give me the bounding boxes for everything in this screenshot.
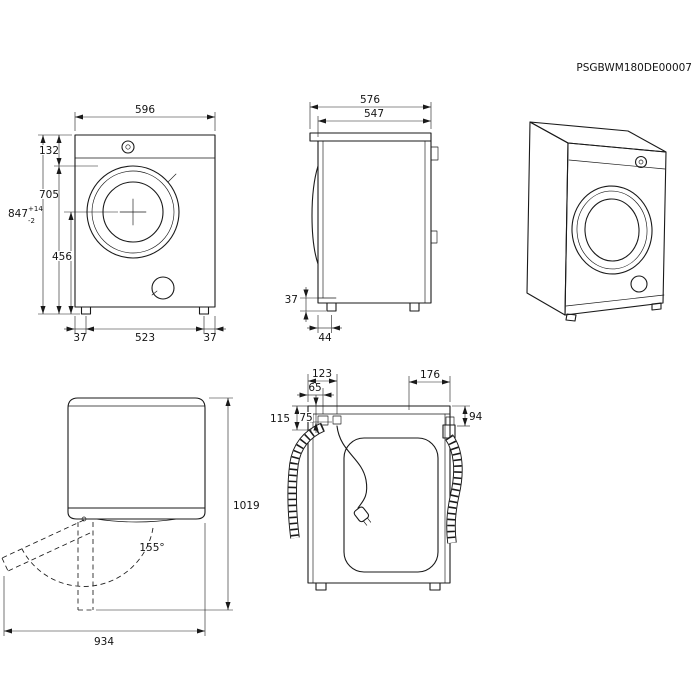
dim-label-width: 596 xyxy=(135,104,155,116)
persp-door-mid xyxy=(576,190,648,270)
door-swing-arc xyxy=(21,527,154,587)
persp-foot-right xyxy=(651,302,662,311)
drain-filter-tick xyxy=(151,290,158,296)
top-view-body xyxy=(67,397,206,509)
label-mask xyxy=(51,251,72,261)
persp-knob-center xyxy=(638,159,644,165)
label-mask xyxy=(40,189,58,199)
rear-foot-left xyxy=(315,582,327,591)
plug-prong xyxy=(367,517,372,523)
drain-hose-ribs xyxy=(288,423,325,539)
door-155-end xyxy=(1,557,9,572)
door-hinge xyxy=(81,516,87,522)
front-view: 596 847 +14 -2 132 705 456 37 523 37 xyxy=(8,104,226,344)
dim-label-94: 94 xyxy=(469,411,483,423)
dim-label-132: 132 xyxy=(39,145,59,157)
side-foot-front xyxy=(326,302,337,312)
persp-foot-left xyxy=(565,313,577,322)
power-plug-icon xyxy=(353,506,372,526)
drain-hose-outlet xyxy=(317,415,329,426)
door-155-edge xyxy=(7,532,91,572)
persp-plinth-line xyxy=(565,294,665,307)
dim-label-115: 115 xyxy=(270,413,290,425)
program-knob-icon xyxy=(121,140,135,154)
rear-panel-opening xyxy=(343,437,439,573)
door-handle-notch xyxy=(167,173,177,183)
persp-door-outer xyxy=(571,185,653,275)
side-body-outline xyxy=(317,140,432,304)
persp-drain-filter xyxy=(630,275,648,293)
dim-label-depth-total: 576 xyxy=(360,94,380,106)
dim-label-overall-height: 847 xyxy=(8,208,28,220)
persp-front-face xyxy=(564,142,667,316)
dim-label-1019: 1019 xyxy=(233,500,260,512)
dim-label-176: 176 xyxy=(420,369,440,381)
dim-label-feet-distance: 523 xyxy=(135,332,155,344)
dim-label-tol-minus: -2 xyxy=(28,217,35,225)
dim-label-123: 123 xyxy=(312,368,332,380)
label-mask xyxy=(40,145,58,155)
dim-label-foot-offset: 44 xyxy=(318,332,332,344)
label-mask xyxy=(299,412,313,422)
persp-top-face xyxy=(529,121,667,153)
front-foot-left xyxy=(80,306,92,315)
top-view-door-bulge xyxy=(95,518,178,523)
door-bulge xyxy=(311,165,319,265)
dim-label-foot-right: 37 xyxy=(203,332,216,344)
dim-label-plinth: 37 xyxy=(285,294,298,306)
drain-filter-cap xyxy=(151,276,175,300)
dim-label-705: 705 xyxy=(39,189,59,201)
rear-foot-right xyxy=(429,582,441,591)
front-body-outline xyxy=(74,134,216,308)
persp-door xyxy=(571,185,653,275)
dim-label-65: 65 xyxy=(308,382,321,394)
perspective-view xyxy=(526,121,667,322)
side-view: 576 547 37 44 xyxy=(285,94,439,344)
top-view-front-band xyxy=(67,507,206,520)
door-155-edge xyxy=(1,519,85,559)
dim-label-tol-plus: +14 xyxy=(28,205,43,213)
side-foot-rear xyxy=(409,302,420,312)
document-code: PSGBWM180DE00007 xyxy=(576,62,692,74)
door-angle-label: 155° xyxy=(139,542,164,554)
dim-label-75: 75 xyxy=(299,412,312,424)
persp-program-knob-icon xyxy=(634,155,648,169)
worktop xyxy=(309,132,432,142)
rear-inlet-fitting xyxy=(430,146,439,161)
dim-label-934: 934 xyxy=(94,636,114,648)
persp-control-panel-line xyxy=(568,159,666,170)
dim-label-depth-body: 547 xyxy=(364,108,384,120)
rear-view: 123 65 176 115 75 94 xyxy=(270,368,483,591)
persp-side-face xyxy=(526,121,569,316)
door-open-top-view: 155° 1019 934 xyxy=(1,397,260,648)
rear-hose-holder xyxy=(430,230,438,244)
power-cord xyxy=(336,425,368,509)
dim-label-456: 456 xyxy=(52,251,72,263)
plug-prong xyxy=(363,520,368,526)
persp-door-glass xyxy=(584,198,640,262)
cord-guide xyxy=(332,415,342,425)
plug-body xyxy=(353,506,370,523)
front-foot-right xyxy=(198,306,210,315)
inlet-hose-body xyxy=(445,434,462,544)
dim-label-foot-left: 37 xyxy=(73,332,86,344)
program-knob-center xyxy=(125,144,131,150)
rear-body-outline xyxy=(307,405,451,584)
